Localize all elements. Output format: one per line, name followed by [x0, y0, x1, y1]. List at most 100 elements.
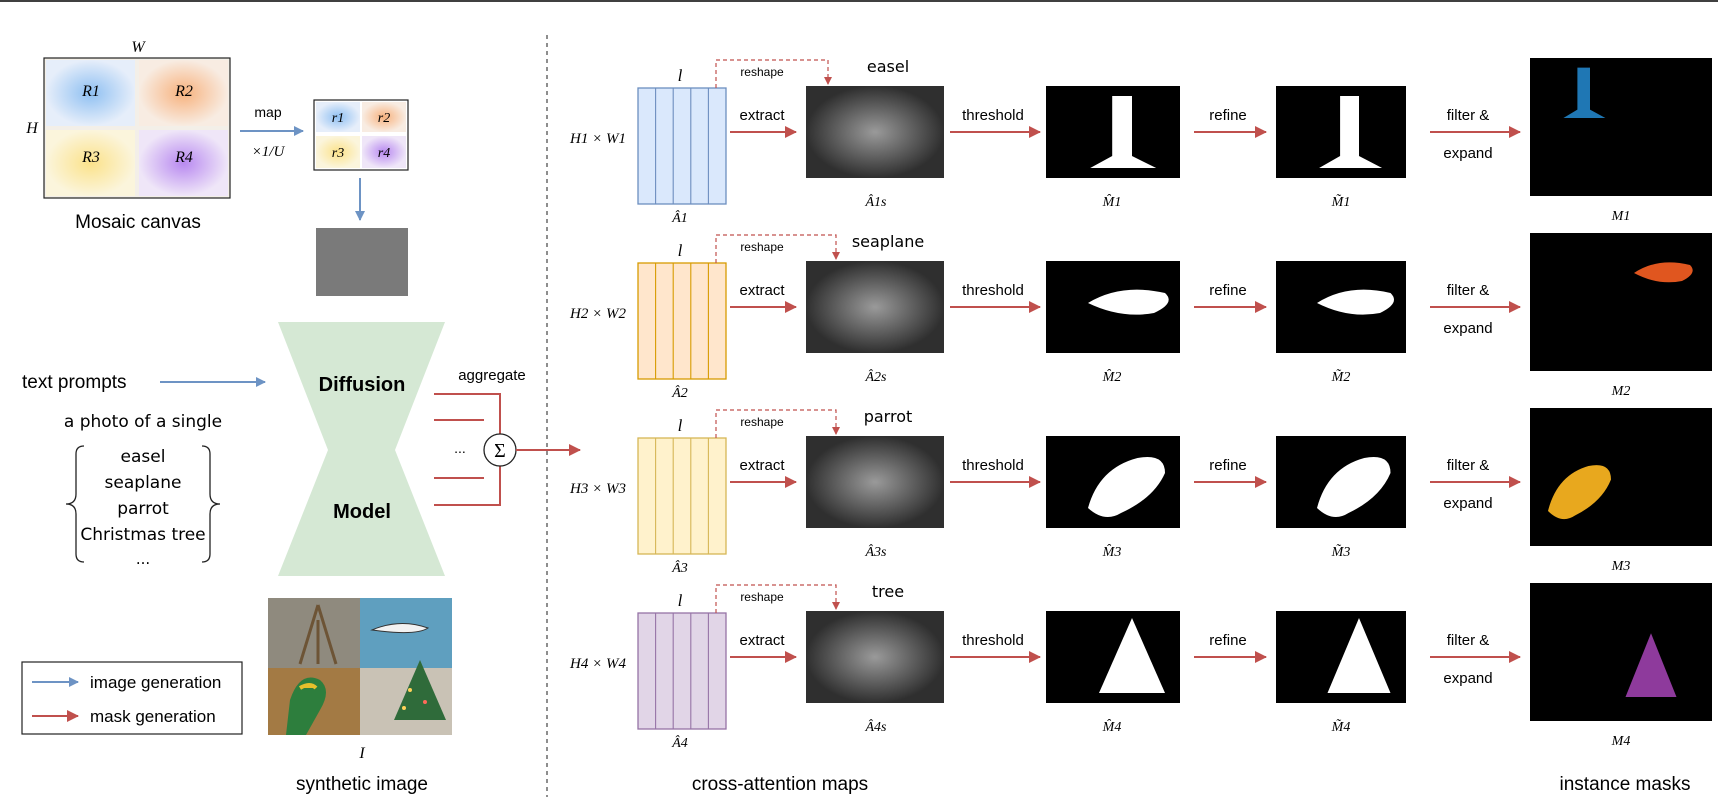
expand-label: expand [1443, 145, 1492, 162]
synthetic-symbol: I [358, 745, 365, 762]
small-region-r2: r2 [378, 111, 390, 126]
attention-full-label: Â3 [671, 559, 688, 576]
refined-mask-label: M̃4 [1331, 719, 1351, 735]
concept-label: parrot [864, 407, 913, 426]
cross-attention-map [806, 611, 944, 703]
aggregate-ellipsis: ... [454, 440, 466, 456]
layer-index-label: l [678, 591, 683, 610]
instance-mask-shape [1634, 262, 1693, 283]
legend-box [21, 661, 243, 735]
right-brace [201, 445, 221, 563]
extract-label: extract [739, 282, 785, 299]
reshape-arrow [715, 409, 840, 438]
attention-stack [637, 612, 727, 730]
instance-mask-shape [1548, 465, 1611, 520]
coarse-mask-label: M̂3 [1102, 544, 1122, 560]
attention-map-label: Â1s [865, 193, 888, 210]
refine-label: refine [1209, 632, 1247, 649]
prompt-item: Christmas tree [80, 525, 205, 545]
concept-label: easel [867, 57, 909, 76]
attention-map-label: Â4s [865, 718, 888, 735]
legend-mask-generation: mask generation [90, 707, 216, 726]
reshape-label: reshape [740, 415, 784, 429]
coarse-mask-label: M̂1 [1102, 194, 1122, 210]
instance-mask-shape [1625, 633, 1677, 697]
aggregate-lines [434, 393, 501, 506]
extract-label: extract [739, 457, 785, 474]
attention-full-label: Â4 [671, 734, 688, 751]
coarse-mask-label: M̂4 [1102, 719, 1122, 735]
aggregate-label: aggregate [458, 367, 526, 384]
filter-label: filter & [1447, 282, 1490, 299]
instance-mask-label: M1 [1611, 209, 1631, 224]
cross-attention-map [806, 86, 944, 178]
region-label-r1: R1 [81, 83, 100, 100]
scale-label: ×1/U [252, 144, 286, 160]
pipeline-row: H1 × W1lÂ1reshapeextracteaselÂ1sthreshol… [569, 57, 1712, 226]
reshape-arrow [715, 59, 832, 88]
dims-label: H4 × W4 [569, 656, 626, 672]
region-r4 [139, 130, 228, 196]
sum-symbol: Σ [494, 440, 506, 462]
instance-mask [1530, 233, 1712, 371]
pipeline-row: H3 × W3lÂ3reshapeextractparrotÂ3sthresho… [569, 407, 1712, 576]
attention-stack [637, 262, 727, 380]
region-label-r3: R3 [81, 149, 100, 166]
prompt-item: easel [121, 447, 166, 467]
region-r2 [139, 60, 228, 126]
noise-latent [316, 228, 408, 296]
layer-index-label: l [678, 241, 683, 260]
refined-mask-label: M̃2 [1331, 369, 1351, 385]
instance-mask-shape [1563, 67, 1606, 118]
reshape-label: reshape [740, 240, 784, 254]
synthetic-image [268, 598, 452, 735]
instance-mask [1530, 58, 1712, 196]
reshape-label: reshape [740, 590, 784, 604]
width-symbol: W [131, 39, 146, 56]
region-label-r2: R2 [174, 83, 193, 100]
height-symbol: H [25, 120, 39, 137]
reshape-label: reshape [740, 65, 784, 79]
diffusion-model-shape [278, 322, 445, 576]
cross-attention-map [806, 436, 944, 528]
filter-label: filter & [1447, 632, 1490, 649]
refine-label: refine [1209, 282, 1247, 299]
rows-layer: H1 × W1lÂ1reshapeextracteaselÂ1sthreshol… [569, 57, 1712, 751]
concept-label: tree [872, 582, 904, 601]
attention-full-label: Â1 [671, 209, 688, 226]
mosaic-caption: Mosaic canvas [75, 212, 201, 233]
refined-mask-label: M̃3 [1331, 544, 1351, 560]
threshold-label: threshold [962, 107, 1024, 124]
left-brace [65, 445, 85, 563]
coarse-mask-label: M̂2 [1102, 369, 1122, 385]
small-region-r4: r4 [378, 146, 390, 161]
text-prompts-label: text prompts [22, 372, 127, 393]
attention-map-label: Â2s [865, 368, 888, 385]
attention-stack [637, 437, 727, 555]
attention-full-label: Â2 [671, 384, 688, 401]
refine-label: refine [1209, 107, 1247, 124]
instance-mask-label: M2 [1611, 384, 1631, 399]
expand-label: expand [1443, 495, 1492, 512]
concept-label: seaplane [852, 232, 924, 251]
layer-index-label: l [678, 416, 683, 435]
region-r3 [46, 130, 135, 196]
prompt-item: parrot [117, 499, 169, 519]
attention-stack [637, 87, 727, 205]
dims-label: H3 × W3 [569, 481, 626, 497]
legend-image-generation: image generation [90, 673, 221, 692]
prompt-item: ... [136, 550, 150, 568]
instance-mask [1530, 408, 1712, 546]
threshold-label: threshold [962, 282, 1024, 299]
instance-mask-label: M4 [1611, 734, 1631, 749]
model-label-top: Diffusion [319, 374, 406, 396]
mosaic-canvas: W H R1 R2 R3 R4 Mosaic canvas [25, 39, 231, 233]
cross-attention-caption: cross-attention maps [692, 774, 868, 795]
dims-label: H2 × W2 [569, 306, 626, 322]
threshold-label: threshold [962, 457, 1024, 474]
filter-label: filter & [1447, 107, 1490, 124]
instance-mask-label: M3 [1611, 559, 1631, 574]
expand-label: expand [1443, 320, 1492, 337]
